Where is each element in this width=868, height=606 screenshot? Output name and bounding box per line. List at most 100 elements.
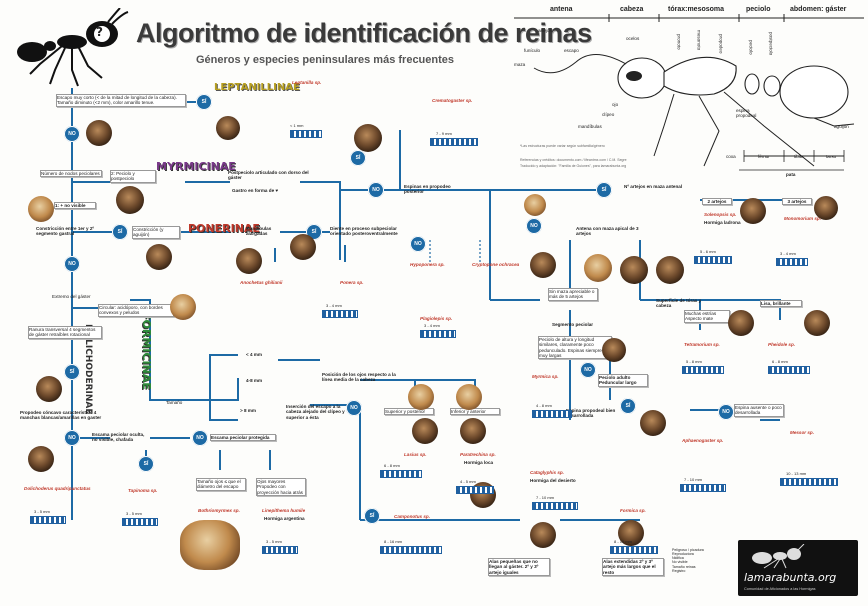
- extremo-gaster-text: Extremo del gáster: [52, 294, 91, 299]
- species-photo: [412, 418, 438, 444]
- species-photo: [602, 338, 626, 362]
- uno-nodo-option: 1: + no visible: [54, 202, 96, 210]
- size-scale-solenopsis: [694, 256, 732, 264]
- label-clipeo: clípeo: [602, 112, 615, 117]
- si-badge: SÍ: [350, 150, 366, 166]
- size-label: 4 - 5 mm: [460, 479, 476, 484]
- insercion-text: Inserción del escapo a la cabeza alejado…: [286, 404, 345, 420]
- anatomy-credits-2: Traducido y adaptación: "Familia de Guio…: [520, 164, 627, 168]
- segmento-text: Segmento peciolar: [552, 322, 594, 327]
- genus-camponotus: Camponotus sp.: [394, 514, 430, 519]
- no-badge: NO: [410, 236, 426, 252]
- rasura-option: Ranura transversal 4 segmentos de gáster…: [28, 326, 102, 339]
- si-badge: SÍ: [364, 508, 380, 524]
- species-photo: [170, 294, 196, 320]
- si-badge: SÍ: [112, 224, 128, 240]
- circular-option: Circular: acidóporo, con bordes convexos…: [98, 304, 174, 317]
- escama-question: Escama peciolar oculta, no visible, chaf…: [92, 432, 145, 443]
- label-peciolo: peciolo: [748, 40, 754, 55]
- size-scale-tetramorium: [682, 366, 724, 374]
- species-photo: [86, 120, 112, 146]
- species-photo: [116, 186, 144, 214]
- subfamily-ponerinae: PONERINAE: [188, 222, 260, 235]
- species-photo: [456, 384, 482, 410]
- alas-grandes-option: Alas extendidas 2º y 3º artejo más largo…: [602, 558, 664, 576]
- lisa-option: Lisa, brillante: [760, 300, 802, 308]
- label-ojo: ojo: [612, 102, 619, 107]
- species-photo: [146, 244, 172, 270]
- anatomy-section-torax: tórax:mesosoma: [668, 6, 725, 13]
- species-photo: [530, 252, 556, 278]
- espinas-text: Espinas en propodeo posterior: [404, 184, 451, 195]
- label-maza: maza: [514, 62, 526, 67]
- size-label: 3 - 5 mm: [34, 509, 50, 514]
- size-label: 8 - 10 mm: [614, 539, 633, 544]
- species-photo: [814, 196, 838, 220]
- label-artejos: artejos: [538, 28, 552, 33]
- page-subtitle: Géneros y especies peninsulares más frec…: [196, 54, 455, 66]
- label-espina: espina propodeal: [736, 108, 757, 119]
- subfamily-formicinae: FORMICINAE: [140, 312, 153, 390]
- genus-dolichoderus: Dolichoderus quadripunctatus: [24, 486, 91, 491]
- label-tibia: tibia: [794, 154, 803, 159]
- size-scale-plagiolepis: [420, 330, 456, 338]
- size-scale-cataglyphis: [532, 502, 578, 510]
- mandibulas-text: Mandíbulas alargadas: [246, 226, 272, 237]
- genus-linepithema-common: Hormiga argentina: [264, 516, 305, 521]
- size-scale-messor: [780, 478, 838, 486]
- species-photo: [28, 446, 54, 472]
- species-photo: [216, 116, 240, 140]
- si-badge: SÍ: [620, 398, 636, 414]
- label-postpeciolo: postpeciolo: [768, 32, 774, 56]
- genus-myrmica: Myrmica sp.: [532, 374, 559, 379]
- size-scale-paratrechina: [456, 486, 494, 494]
- anatomy-section-cabeza: cabeza: [620, 6, 644, 13]
- no-badge: NO: [64, 126, 80, 142]
- genus-linepithema: Linepithema humile: [262, 508, 306, 513]
- label-ocelos: ocelos: [626, 36, 640, 41]
- gt8-option: > 8 mm: [240, 408, 256, 413]
- size-scale-lasius: [380, 470, 422, 478]
- size-scale-formica: [610, 546, 658, 554]
- legend-item: Reproductora: [672, 552, 694, 557]
- size-label: 3 - 5 mm: [126, 511, 142, 516]
- size-scale-ponera: [322, 310, 358, 318]
- si-badge: SÍ: [64, 364, 80, 380]
- size-scale-aphaenogaster: [680, 484, 726, 492]
- tamano-ojos-option: Tamaño ojos ≤ que el diámetro del escapo: [196, 478, 246, 491]
- constriccion-si-option: Constricción (y aguijón): [132, 226, 180, 239]
- species-photo: [36, 376, 62, 402]
- brand-logo[interactable]: lamarabunta.org Comunidad de Aficionados…: [738, 540, 858, 596]
- size-label: 3 - 4 mm: [424, 323, 440, 328]
- peciolo-adulto-option: Peciolo adulto Peduncular largo: [598, 374, 648, 387]
- genus-lasius: Lasius sp.: [404, 452, 427, 457]
- constriccion-question: Constricción entre 1er y 2º segmento gas…: [36, 226, 95, 237]
- genus-hypoponera: Hypoponera sp.: [410, 262, 445, 267]
- label-funiculo: funículo: [524, 48, 541, 53]
- size-scale-dolichoderus: [30, 516, 66, 524]
- size-scale-linepithema: [262, 546, 298, 554]
- species-photo: [640, 410, 666, 436]
- species-photo: [524, 194, 546, 216]
- species-photo: [620, 256, 648, 284]
- si-badge: SÍ: [596, 182, 612, 198]
- espina-poco-option: Espina ausente o poco desarrollada: [734, 404, 784, 417]
- anatomy-section-peciolo: peciolo: [746, 6, 771, 13]
- si-badge: SÍ: [138, 456, 154, 472]
- label-coxa: coxa: [726, 154, 736, 159]
- legend-item: Registro: [672, 568, 686, 573]
- escama-prot-option: Escama peciolar protegida: [210, 434, 276, 442]
- species-photo: [584, 254, 612, 282]
- label-tarso: tarso: [826, 154, 837, 159]
- genus-cataglyphis-common: Hormiga del desierto: [530, 478, 576, 483]
- size-scale-pheidole: [768, 366, 810, 374]
- artejos-question: Nº artejos en maza antenal: [624, 184, 683, 189]
- subfamily-myrmicinae: MYRMICINAE: [156, 160, 236, 173]
- ojos-mayores-option: Ojos mayores Propodeo con proyección hac…: [256, 478, 306, 496]
- genus-tetramorium: Tetramorium sp.: [684, 342, 720, 347]
- size-label: 8 - 16 mm: [384, 539, 403, 544]
- label-mandibulas: mandíbulas: [578, 124, 602, 129]
- species-photo: [656, 256, 684, 284]
- anatomy-note: *Las estructuras puede variar según subf…: [520, 144, 605, 148]
- species-photo: [618, 520, 644, 546]
